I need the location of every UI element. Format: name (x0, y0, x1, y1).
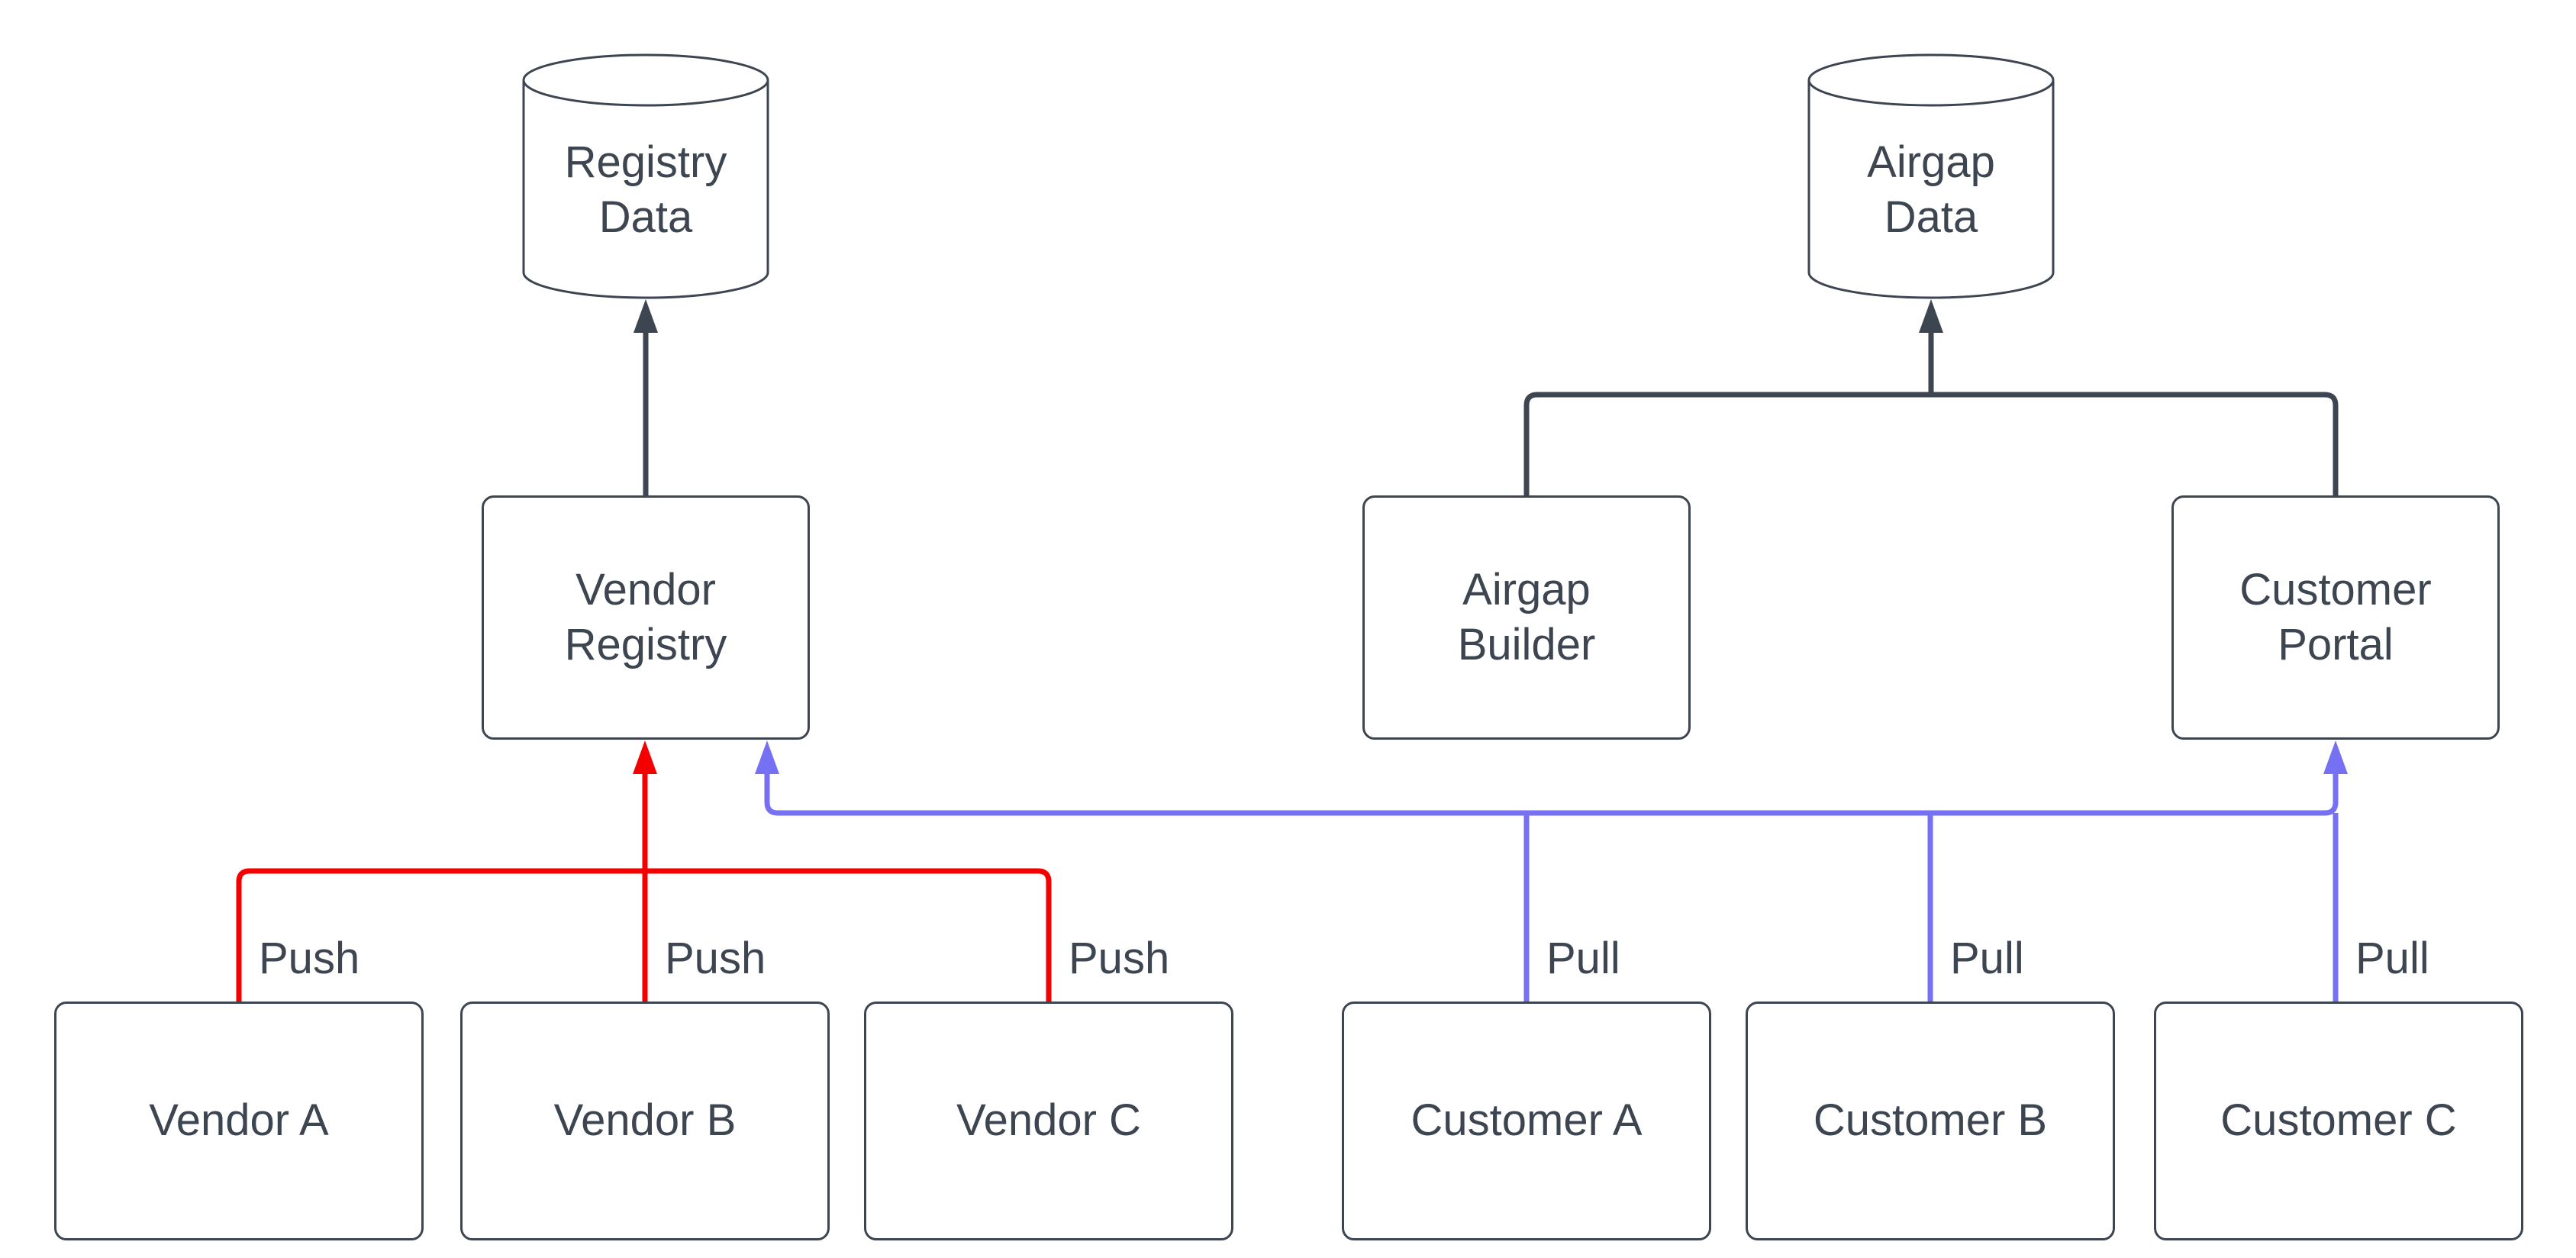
airgap-data-cylinder (1807, 53, 2055, 299)
pull-label-customer-a: Pull (1546, 933, 1620, 983)
registry-cylinder-top (522, 53, 769, 107)
airgap-cylinder-top (1807, 53, 2055, 107)
pull-label-customer-b: Pull (1950, 933, 2024, 983)
push-label-vendor-a: Push (259, 933, 360, 983)
arrowhead-registrydata (634, 299, 658, 333)
airgap-data-label: Airgap Data (1867, 137, 1995, 243)
vendor-a-node: Vendor A (54, 1002, 424, 1240)
push-label-vendor-c: Push (1069, 933, 1170, 983)
customer-c-node: Customer C (2154, 1002, 2523, 1240)
registry-data-label: Registry Data (564, 137, 727, 243)
vendor-registry-node: Vendor Registry (482, 495, 810, 740)
vendor-b-node: Vendor B (460, 1002, 830, 1240)
customer-b-node: Customer B (1746, 1002, 2115, 1240)
edge-builder-portal-bracket (1523, 392, 2339, 495)
registry-data-cylinder (522, 53, 769, 299)
airgap-cylinder-body (1807, 80, 2055, 299)
customer-portal-node: Customer Portal (2171, 495, 2500, 740)
arrowhead-airgapdata (1919, 299, 1943, 333)
push-label-vendor-b: Push (665, 933, 766, 983)
registry-cylinder-body (522, 80, 769, 299)
pull-label-customer-c: Pull (2355, 933, 2429, 983)
vendor-c-node: Vendor C (864, 1002, 1233, 1240)
airgap-builder-node: Airgap Builder (1362, 495, 1691, 740)
customer-a-node: Customer A (1342, 1002, 1711, 1240)
arrowhead-pull-customerportal (2323, 740, 2348, 774)
edge-pull-bus (764, 771, 2339, 816)
arrowhead-pull-vendorregistry (755, 740, 779, 774)
arrowhead-push-vendorregistry (633, 740, 657, 774)
